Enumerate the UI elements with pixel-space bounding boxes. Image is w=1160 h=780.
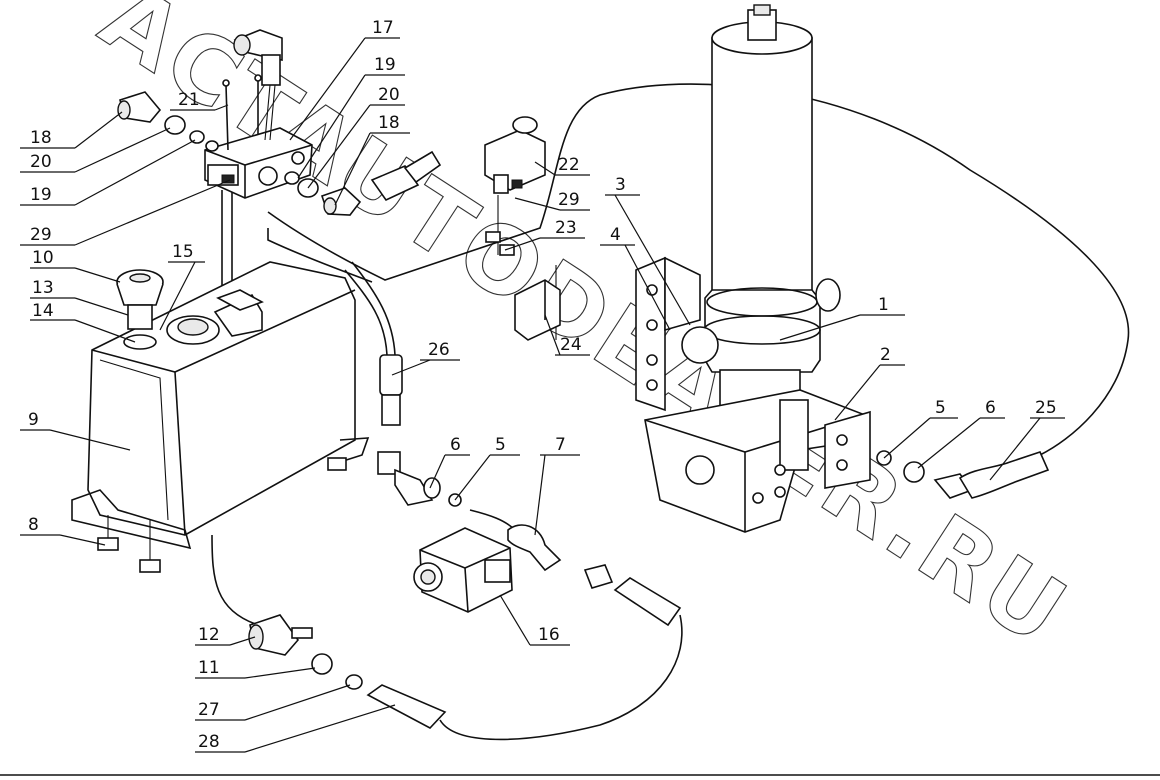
callout-26: 26 bbox=[428, 340, 450, 360]
callout-29-right: 29 bbox=[558, 190, 580, 210]
callout-23: 23 bbox=[555, 218, 577, 238]
hose-26 bbox=[379, 354, 403, 426]
callout-11: 11 bbox=[198, 658, 220, 678]
callout-9: 9 bbox=[28, 410, 39, 430]
callout-28: 28 bbox=[198, 732, 220, 752]
callout-19-left: 19 bbox=[30, 185, 52, 205]
callout-20-right: 20 bbox=[378, 85, 400, 105]
callout-18-right: 18 bbox=[378, 113, 400, 133]
oil-tank bbox=[71, 261, 370, 573]
callout-labels: 1 2 3 4 5 5 6 6 7 8 9 10 11 12 13 14 15 … bbox=[28, 18, 1057, 752]
callout-5-left: 5 bbox=[495, 435, 506, 455]
fitting-6-left bbox=[377, 451, 462, 507]
callout-1: 1 bbox=[878, 295, 889, 315]
switch-block bbox=[485, 231, 515, 256]
callout-4: 4 bbox=[610, 225, 621, 245]
left-fitting-chain bbox=[117, 91, 219, 152]
callout-20-left: 20 bbox=[30, 152, 52, 172]
callout-6-left: 6 bbox=[450, 435, 461, 455]
callout-8: 8 bbox=[28, 515, 39, 535]
callout-17: 17 bbox=[372, 18, 394, 38]
callout-14: 14 bbox=[32, 301, 54, 321]
hydraulic-cylinder bbox=[681, 4, 841, 421]
control-rods bbox=[222, 74, 262, 151]
lower-mount-frame bbox=[644, 389, 871, 533]
callout-22: 22 bbox=[558, 155, 580, 175]
callout-18-left: 18 bbox=[30, 128, 52, 148]
callout-6-right: 6 bbox=[985, 398, 996, 418]
callout-24: 24 bbox=[560, 335, 582, 355]
tank-filter-assembly bbox=[166, 289, 264, 345]
callout-21: 21 bbox=[178, 90, 200, 110]
return-filter bbox=[248, 614, 447, 729]
pneumatic-control-valve bbox=[484, 116, 546, 194]
callout-15: 15 bbox=[172, 242, 194, 262]
suction-hose-28-right bbox=[613, 577, 682, 627]
callout-12: 12 bbox=[198, 625, 220, 645]
leader-lines bbox=[20, 37, 1065, 753]
suction-elbow-7 bbox=[507, 524, 614, 589]
callout-3: 3 bbox=[615, 175, 626, 195]
top-elbow-fitting bbox=[233, 29, 283, 141]
callout-10: 10 bbox=[32, 248, 54, 268]
callout-25: 25 bbox=[1035, 398, 1057, 418]
gear-pump bbox=[413, 527, 513, 613]
callout-13: 13 bbox=[32, 278, 54, 298]
callout-19-right: 19 bbox=[374, 55, 396, 75]
callout-27: 27 bbox=[198, 700, 220, 720]
callout-16: 16 bbox=[538, 625, 560, 645]
callout-29-left: 29 bbox=[30, 225, 52, 245]
air-breather bbox=[116, 269, 164, 350]
callout-7: 7 bbox=[555, 435, 566, 455]
upper-mount-bracket bbox=[635, 256, 701, 412]
callout-2: 2 bbox=[880, 345, 891, 365]
pressure-hose-fitting bbox=[370, 150, 442, 202]
callout-5-right: 5 bbox=[935, 398, 946, 418]
